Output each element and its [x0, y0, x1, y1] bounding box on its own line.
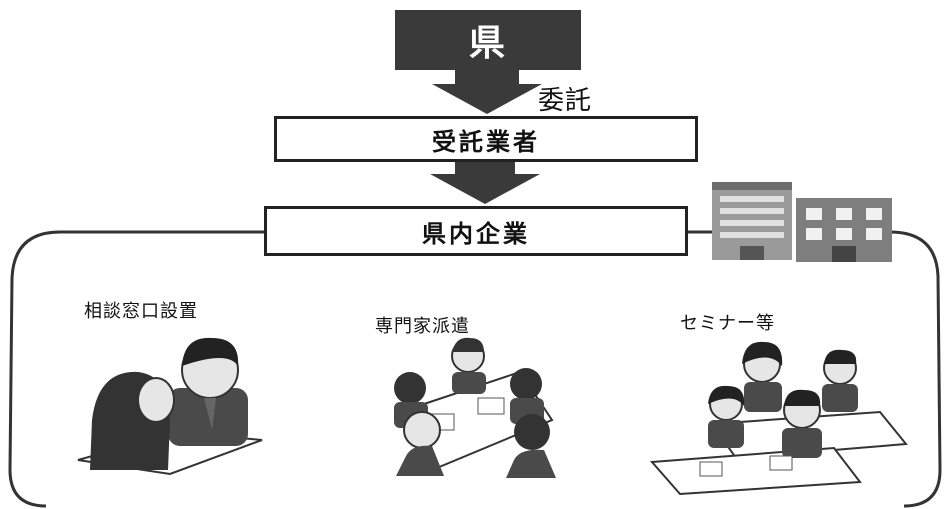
- entrust-label: 委託: [538, 86, 593, 116]
- office-buildings-icon: [712, 182, 892, 262]
- container-frame-right: [688, 230, 942, 508]
- contractor-box: 受託業者: [274, 116, 698, 162]
- companies-box: 県内企業: [264, 206, 688, 256]
- service-label-consultation: 相談窓口設置: [84, 301, 198, 322]
- container-frame: [8, 230, 264, 508]
- arrow-entrust: [432, 68, 542, 114]
- prefecture-box: 県: [395, 10, 581, 70]
- seminar-illustration: [649, 341, 908, 496]
- consultation-illustration: [77, 337, 263, 476]
- expert-meeting-illustration: [394, 337, 556, 478]
- service-label-expert: 専門家派遣: [375, 316, 470, 337]
- service-label-seminar: セミナー等: [680, 313, 775, 334]
- arrow-support: [430, 162, 540, 204]
